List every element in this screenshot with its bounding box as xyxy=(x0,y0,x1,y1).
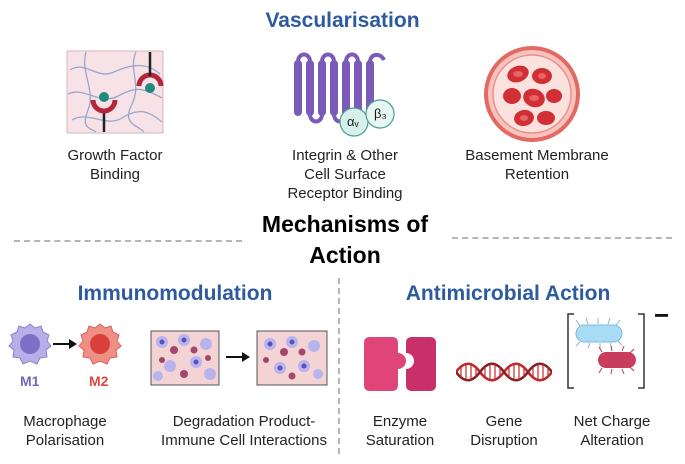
macrophage-caption: Macrophage Polarisation xyxy=(0,412,130,450)
caption-line: Net Charge xyxy=(573,413,651,430)
arrow-right-icon xyxy=(53,338,77,350)
vascularisation-title: Vascularisation xyxy=(265,9,420,32)
caption-line: Binding xyxy=(89,166,141,183)
macrophage-m1-icon xyxy=(8,322,52,366)
cell-tissue-icon xyxy=(256,330,328,386)
caption-line: Saturation xyxy=(365,432,435,449)
integrin-receptor-icon xyxy=(288,50,400,138)
degradation-caption: Degradation Product- Immune Cell Interac… xyxy=(150,412,338,450)
gene-caption: Gene Disruption xyxy=(450,412,558,450)
growth-factor-caption: Growth Factor Binding xyxy=(40,146,190,184)
caption-line: Growth Factor xyxy=(67,147,163,164)
beta-3-label: β₃ xyxy=(374,106,387,121)
mechanisms-title-line1: Mechanisms of xyxy=(261,211,429,237)
caption-line: Enzyme xyxy=(372,413,428,430)
divider-left xyxy=(14,240,242,242)
m1-label: M1 xyxy=(20,373,40,389)
bacteria-icon xyxy=(566,312,646,390)
divider-right xyxy=(452,237,672,239)
caption-line: Disruption xyxy=(470,432,538,449)
caption-line: Polarisation xyxy=(25,432,105,449)
caption-line: Basement Membrane xyxy=(465,147,609,164)
arrow-right-icon xyxy=(226,351,250,363)
caption-line: Degradation Product- xyxy=(172,413,316,430)
mechanisms-title-line2: Action xyxy=(309,242,381,268)
integrin-caption: Integrin & Other Cell Surface Receptor B… xyxy=(265,146,425,203)
enzyme-caption: Enzyme Saturation xyxy=(352,412,448,450)
caption-line: Alteration xyxy=(580,432,644,449)
enzyme-icon xyxy=(362,335,438,393)
macrophage-m2-icon xyxy=(78,322,122,366)
caption-line: Receptor Binding xyxy=(287,185,403,202)
cell-tissue-icon xyxy=(150,330,220,386)
mechanisms-title: Mechanisms of Action xyxy=(225,209,465,271)
basement-membrane-caption: Basement Membrane Retention xyxy=(452,146,622,184)
caption-line: Gene xyxy=(485,413,523,430)
caption-line: Macrophage xyxy=(23,413,107,430)
negative-charge-symbol: − xyxy=(654,300,670,330)
divider-vertical xyxy=(338,278,340,454)
growth-factor-icon xyxy=(66,50,164,134)
caption-line: Integrin & Other xyxy=(292,147,398,164)
caption-line: Retention xyxy=(504,166,570,183)
alpha-v-label: αᵥ xyxy=(347,114,359,129)
basement-membrane-icon xyxy=(484,46,580,142)
immunomodulation-title: Immunomodulation xyxy=(77,282,273,305)
dna-helix-icon xyxy=(456,361,552,383)
caption-line: Cell Surface xyxy=(304,166,386,183)
m2-label: M2 xyxy=(89,373,109,389)
caption-line: Immune Cell Interactions xyxy=(161,432,327,449)
antimicrobial-title: Antimicrobial Action xyxy=(405,282,611,305)
net-charge-caption: Net Charge Alteration xyxy=(556,412,668,450)
